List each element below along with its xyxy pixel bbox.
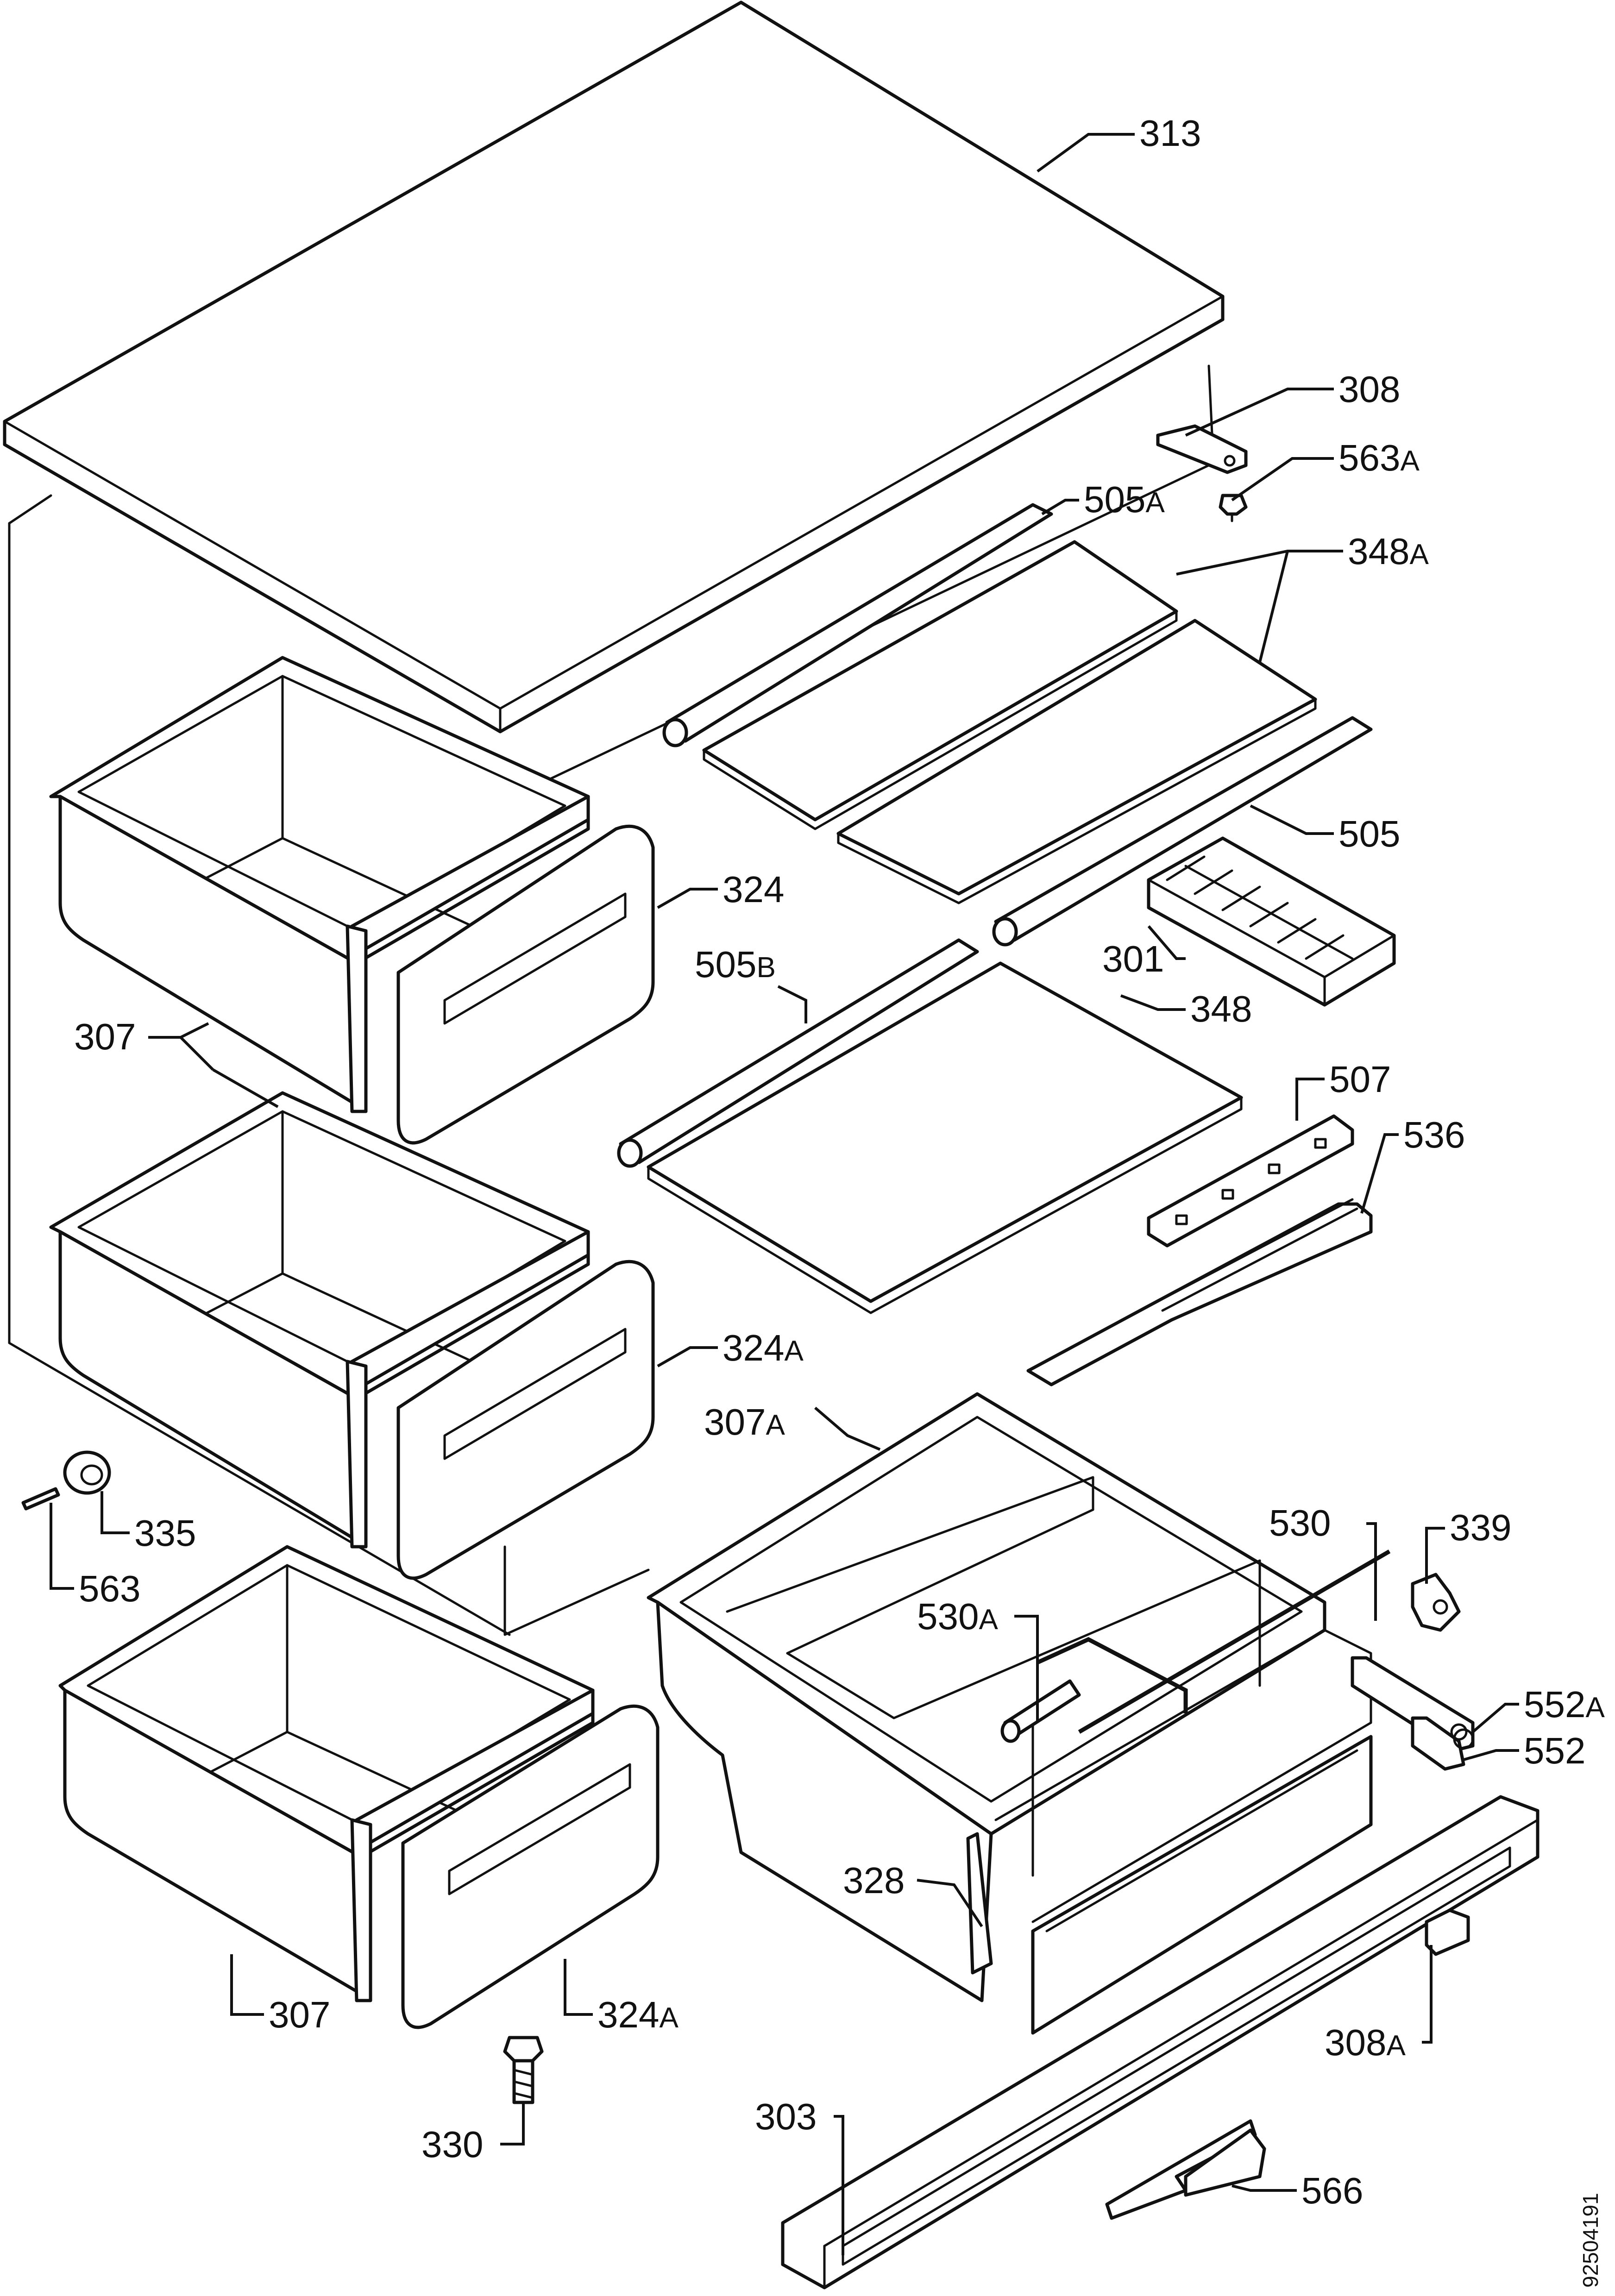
glass-shelf-348a-lower [836,619,1317,904]
callout-563a: 563A [1339,437,1420,478]
wire-divider-530 [1037,1549,1391,1734]
crisper-front-328 [1031,1735,1373,2035]
callout-324a: 324A [723,1327,804,1368]
callout-507: 507 [1329,1059,1391,1100]
callout-328: 328 [843,1860,905,1901]
clip-339 [1411,1573,1461,1632]
callout-307a: 307A [704,1401,785,1443]
screw-330 [503,2036,544,2104]
callout-530a: 530A [917,1596,998,1637]
crisper-drawer-307a [647,1392,1372,2002]
drawer-307-upper [49,656,590,1113]
callout-348: 348 [1190,988,1252,1029]
bottom-rail-303 [781,1795,1540,2290]
drawer-307-lower [58,1545,595,2002]
callout-324: 324 [723,869,784,910]
pin-563 [21,1487,60,1511]
rubber-buffer-335 [63,1450,111,1495]
callout-313: 313 [1139,113,1201,154]
callout-303: 303 [755,2096,817,2137]
callout-339: 339 [1450,1507,1511,1548]
bracket-308a [1425,1908,1470,1956]
top-cover-313 [3,0,1225,734]
handle-566 [1105,2119,1266,2220]
seal-strip-505b [617,938,979,1168]
callout-552a: 552A [1524,1684,1605,1725]
callout-348a: 348A [1348,531,1429,572]
drawer-front-324 [396,824,655,1145]
callout-505: 505 [1339,813,1400,854]
callout-552: 552 [1524,1730,1585,1771]
callout-566: 566 [1301,2170,1363,2211]
callout-530: 530 [1269,1502,1331,1543]
callout-505b: 505B [695,944,776,985]
leader-lines [50,133,1519,2255]
callout-labels: 313 308 563A 505A 348A 505 324 301 505B … [74,113,1605,2211]
document-number: 92504191 [1578,2193,1602,2288]
divider-bar-530a [1000,1679,1081,1743]
drawer-307-middle [49,1091,590,1549]
callout-335: 335 [134,1512,196,1554]
callout-307-lower: 307 [269,1994,330,2035]
screw-563a [1219,494,1248,522]
callout-307: 307 [74,1016,136,1057]
callout-563: 563 [79,1568,140,1609]
ice-tray-301 [1147,836,1396,1007]
rail-bracket-507 [1147,1114,1354,1248]
callout-301: 301 [1102,938,1164,979]
shelf-support-536 [1026,1198,1373,1386]
callout-308a: 308A [1325,2022,1406,2063]
drawer-front-324a-lower [401,1704,660,2029]
glass-shelf-348 [647,961,1243,1314]
drawer-front-324a-middle [396,1260,655,1580]
seal-strip-505a [662,503,1053,747]
callout-324a-lower: 324A [597,1994,679,2035]
callout-330: 330 [421,2124,483,2165]
callout-505a: 505A [1084,479,1165,520]
rail-552 [1411,1716,1474,1771]
hinge-bracket-308 [1156,424,1248,474]
callout-536: 536 [1403,1114,1465,1155]
seal-strip-505 [992,716,1373,947]
callout-308: 308 [1339,369,1400,410]
glass-shelf-348a-upper [702,540,1178,830]
